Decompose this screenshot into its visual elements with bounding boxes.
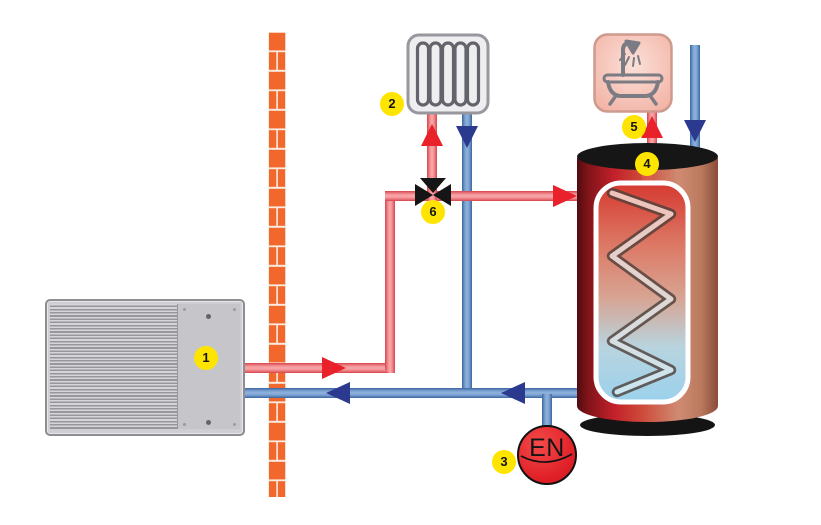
screw-icon (233, 423, 236, 426)
hot-flow-arrow-right-2 (553, 185, 577, 207)
hot-riser-pipe (385, 191, 395, 373)
heat-pump-unit (45, 299, 245, 436)
marker-3-expansion-vessel: 3 (492, 450, 516, 474)
bath-shower-icon (593, 33, 673, 113)
marker-5-hot-water-outlet: 5 (622, 115, 646, 139)
radiator-return-pipe (462, 110, 472, 398)
cold-flow-arrow-down-feed (684, 120, 706, 142)
screw-icon (183, 308, 186, 311)
screw-icon (206, 420, 211, 425)
marker-2-radiator: 2 (380, 92, 404, 116)
heat-pump-louver-grille (50, 304, 177, 429)
brick-wall (268, 32, 286, 497)
hot-flow-arrow-right-1 (322, 357, 346, 379)
tank-heat-exchanger-coil (593, 180, 691, 405)
hot-supply-pipe (243, 363, 395, 373)
screw-icon (233, 308, 236, 311)
hot-water-storage-tank (577, 143, 718, 439)
radiator-flow-pipe (427, 110, 437, 201)
tank-supply-pipe (385, 191, 580, 201)
hot-flow-arrow-up-dhw (641, 116, 663, 138)
three-way-valve-icon (415, 178, 451, 206)
expansion-vessel-label: EN (529, 434, 565, 462)
return-pipe (243, 388, 592, 398)
screw-icon (183, 423, 186, 426)
screw-icon (206, 314, 211, 319)
marker-4-storage-tank: 4 (635, 152, 659, 176)
hot-flow-arrow-up-radiator (421, 124, 443, 146)
expansion-vessel: EN (517, 425, 577, 485)
radiator-icon (406, 33, 490, 115)
cold-flow-arrow-down-radiator (456, 126, 478, 148)
marker-6-three-way-valve: 6 (421, 200, 445, 224)
cold-flow-arrow-left-1 (326, 382, 350, 404)
expansion-vessel-seam (520, 453, 573, 463)
cold-feed-pipe (690, 45, 700, 157)
cold-flow-arrow-left-2 (501, 382, 525, 404)
marker-1-heat-pump: 1 (194, 346, 218, 370)
expansion-vessel-pipe (542, 394, 552, 428)
